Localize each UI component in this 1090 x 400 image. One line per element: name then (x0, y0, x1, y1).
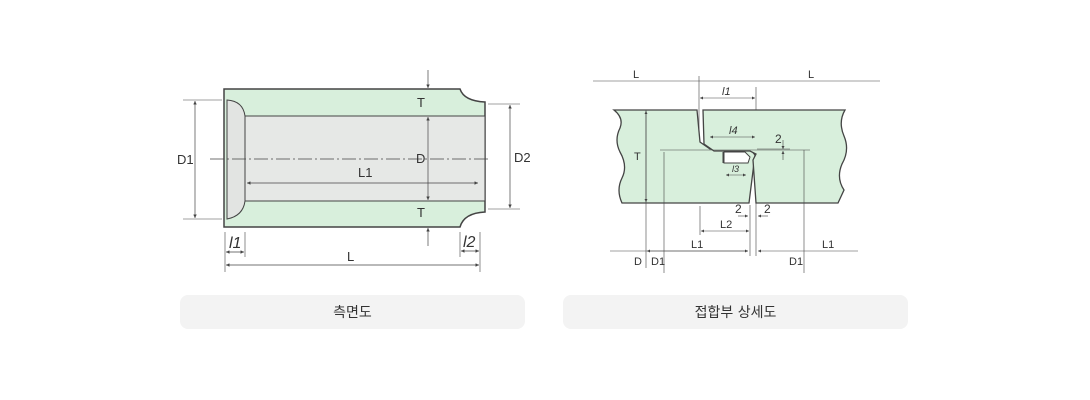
label-d: D (634, 256, 642, 268)
label-l-right: L (808, 69, 814, 81)
label-l1: l1 (722, 86, 731, 98)
label-two-b: 2 (735, 202, 742, 216)
label-d2: D2 (514, 150, 531, 165)
label-l4: l4 (729, 125, 738, 137)
label-two-a: 2 (775, 132, 782, 146)
label-d1: D1 (177, 152, 194, 167)
label-d1-right: D1 (789, 256, 803, 268)
label-l2-small: l2 (463, 234, 476, 251)
bore (244, 115, 486, 202)
label-l3: l3 (732, 164, 739, 174)
label-l1-left: L1 (691, 239, 703, 251)
label-d1-left: D1 (651, 256, 665, 268)
label-t-bottom: T (417, 205, 425, 220)
label-l1-right: L1 (822, 239, 834, 251)
label-two-c: 2 (764, 202, 771, 216)
label-l1-upper: L1 (358, 165, 372, 180)
pipe-left (612, 109, 756, 204)
cavity (723, 151, 751, 164)
label-l2: L2 (720, 219, 732, 231)
label-l-left: L (633, 69, 639, 81)
pipe-right (702, 109, 848, 204)
label-t-top: T (417, 95, 425, 110)
side-view-drawing (183, 70, 520, 272)
joint-detail-drawing (593, 76, 880, 273)
label-length: L (347, 249, 354, 264)
label-d: D (416, 151, 425, 166)
bell (226, 99, 246, 220)
joint-detail-caption: 접합부 상세도 (563, 295, 908, 329)
label-l1-small: l1 (229, 235, 241, 252)
label-t: T (634, 151, 641, 163)
side-view-caption: 측면도 (180, 295, 525, 329)
